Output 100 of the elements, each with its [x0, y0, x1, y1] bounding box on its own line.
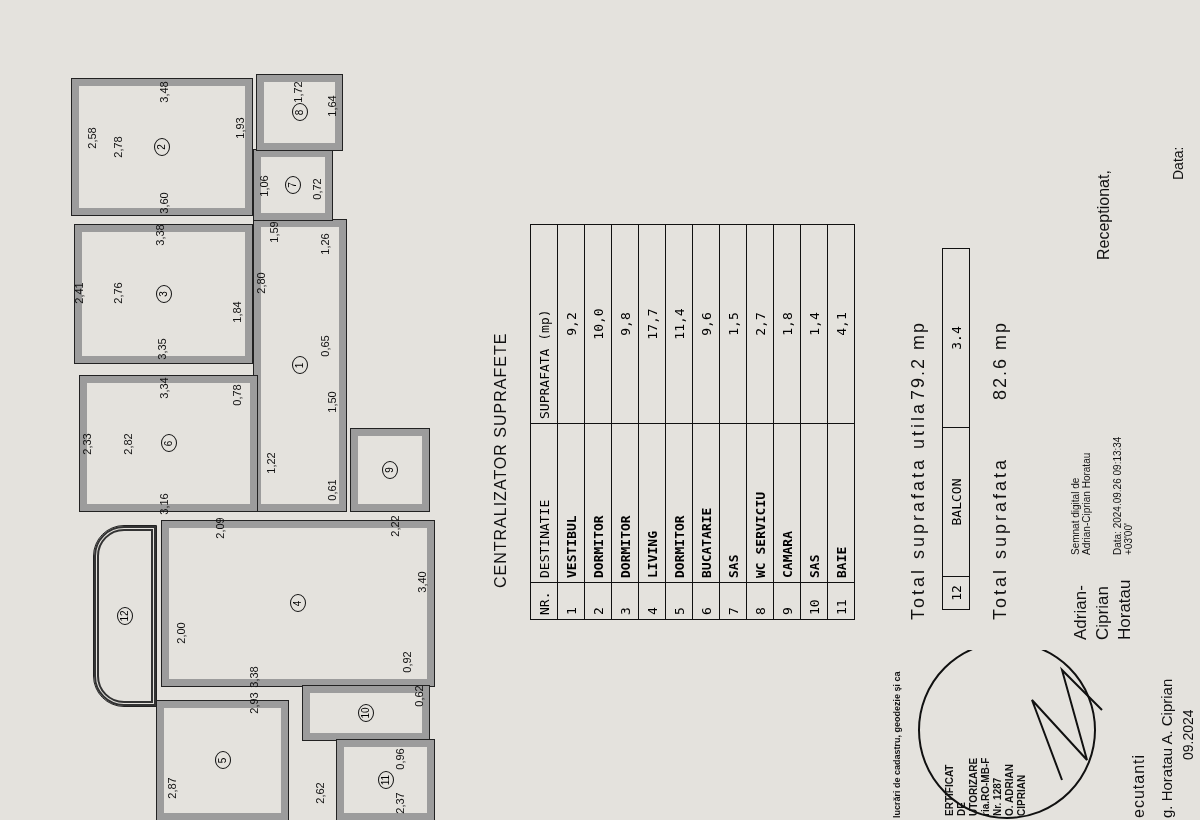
table-cell: BAIE — [827, 423, 855, 583]
table-cell: 12 — [942, 576, 970, 610]
dimension-label: 0,65 — [319, 335, 331, 357]
dimension-label: 3,60 — [158, 192, 170, 214]
signature-name: Adrian- Ciprian Horatau — [1070, 578, 1135, 640]
table-cell: 4 — [638, 582, 666, 620]
dimension-label: 2,41 — [73, 282, 85, 304]
dimension-label: 2,78 — [112, 136, 124, 158]
dimension-label: 0,62 — [413, 685, 425, 707]
dimension-label: 0,72 — [311, 178, 323, 200]
dimension-label: 2,93 — [248, 692, 260, 714]
dimension-label: 3,38 — [248, 666, 260, 688]
dimension-label: 1,72 — [292, 81, 304, 103]
table-cell: 10,0 — [584, 224, 612, 424]
room-outline — [257, 75, 342, 150]
dimension-label: 2,82 — [122, 433, 134, 455]
room-outline — [75, 225, 252, 363]
dimension-label: 1,64 — [326, 95, 338, 117]
column-header: DESTINATIE — [530, 423, 558, 583]
column-header: SUPRAFATA (mp) — [530, 224, 558, 424]
table-cell: DORMITOR — [611, 423, 639, 583]
stamp-text: lucrări de cadastru, geodezie și ca — [892, 671, 902, 818]
dimension-label: 3,34 — [158, 377, 170, 399]
signature-caption: ecutanti — [1130, 753, 1148, 818]
room-outline — [72, 79, 252, 215]
table-cell: BALCON — [942, 427, 970, 577]
total-value: 82.6 mp — [990, 320, 1011, 400]
dimension-label: 2,22 — [389, 515, 401, 537]
dimension-label: 2,00 — [175, 622, 187, 644]
table-title: CENTRALIZATOR SUPRAFETE — [492, 332, 510, 588]
total-value: 79.2 mp — [908, 320, 929, 400]
stamp-text: UTORIZARE — [968, 757, 979, 816]
dimension-label: 1,50 — [326, 391, 338, 413]
dimension-label: 0,78 — [231, 384, 243, 406]
dimension-label: 2,87 — [166, 777, 178, 799]
room-outline — [254, 220, 346, 511]
table-cell: 1 — [557, 582, 585, 620]
table-cell: 17,7 — [638, 224, 666, 424]
dimension-label: 0,92 — [401, 651, 413, 673]
table-cell: VESTIBUL — [557, 423, 585, 583]
table-cell: 1,4 — [800, 224, 828, 424]
table-cell: 1,8 — [773, 224, 801, 424]
room-outline — [337, 740, 434, 820]
total-label: Total suprafata utila — [908, 400, 929, 620]
table-cell: CAMARA — [773, 423, 801, 583]
table-cell: 2 — [584, 582, 612, 620]
table-cell: DORMITOR — [665, 423, 693, 583]
table-cell: 11 — [827, 582, 855, 620]
table-cell: DORMITOR — [584, 423, 612, 583]
table-cell: 2,7 — [746, 224, 774, 424]
table-cell: 9,8 — [611, 224, 639, 424]
balcony-outline — [94, 526, 156, 706]
dimension-label: 3,38 — [154, 224, 166, 246]
table-cell: 9 — [773, 582, 801, 620]
dimension-label: 2,58 — [86, 127, 98, 149]
room-outline — [254, 150, 332, 220]
table-cell: 3.4 — [942, 248, 970, 428]
dimension-label: 1,22 — [265, 452, 277, 474]
table-cell: WC SERVICIU — [746, 423, 774, 583]
date-label: Data: — [1170, 146, 1186, 180]
signature-note: Semnat digital de Adrian-Ciprian Horatau — [1070, 451, 1092, 555]
dimension-label: 2,76 — [112, 282, 124, 304]
dimension-label: 3,48 — [158, 81, 170, 103]
room-outline — [351, 429, 429, 511]
executant-name: g. Horatau A. Ciprian — [1158, 678, 1175, 818]
table-cell: 9,2 — [557, 224, 585, 424]
table-cell: 1,5 — [719, 224, 747, 424]
stamp-text: Nr. 1287 — [992, 777, 1003, 816]
dimension-label: 1,84 — [231, 301, 243, 323]
dimension-label: 3,16 — [158, 493, 170, 515]
table-cell: 3 — [611, 582, 639, 620]
column-header: NR. — [530, 582, 558, 620]
table-cell: 7 — [719, 582, 747, 620]
dimension-label: 2,33 — [81, 433, 93, 455]
dimension-label: 3,35 — [156, 338, 168, 360]
table-cell: 8 — [746, 582, 774, 620]
dimension-label: 0,61 — [326, 479, 338, 501]
table-cell: 5 — [665, 582, 693, 620]
dimension-label: 0,96 — [394, 748, 406, 770]
dimension-label: 2,37 — [394, 792, 406, 814]
total-label: Total suprafata — [990, 456, 1011, 620]
date-text: 09.2024 — [1180, 709, 1196, 760]
table-cell: BUCATARIE — [692, 423, 720, 583]
room-outline — [303, 686, 429, 740]
table-cell: 6 — [692, 582, 720, 620]
dimension-label: 2,80 — [255, 272, 267, 294]
dimension-label: 3,40 — [416, 571, 428, 593]
table-cell: SAS — [800, 423, 828, 583]
stamp-text: ria.RO-MB-F — [980, 757, 991, 816]
table-cell: 9,6 — [692, 224, 720, 424]
table-cell: 4,1 — [827, 224, 855, 424]
signature-date: Data: 2024.09.26 09:13:34 +03'00' — [1112, 435, 1134, 555]
table-cell: SAS — [719, 423, 747, 583]
table-cell: 10 — [800, 582, 828, 620]
stamp-text: CIPRIAN — [1016, 774, 1027, 816]
dimension-label: 1,06 — [258, 175, 270, 197]
dimension-label: 1,26 — [319, 233, 331, 255]
table-cell: 11,4 — [665, 224, 693, 424]
reception-label: Receptionat, — [1095, 170, 1113, 260]
table-cell: LIVING — [638, 423, 666, 583]
